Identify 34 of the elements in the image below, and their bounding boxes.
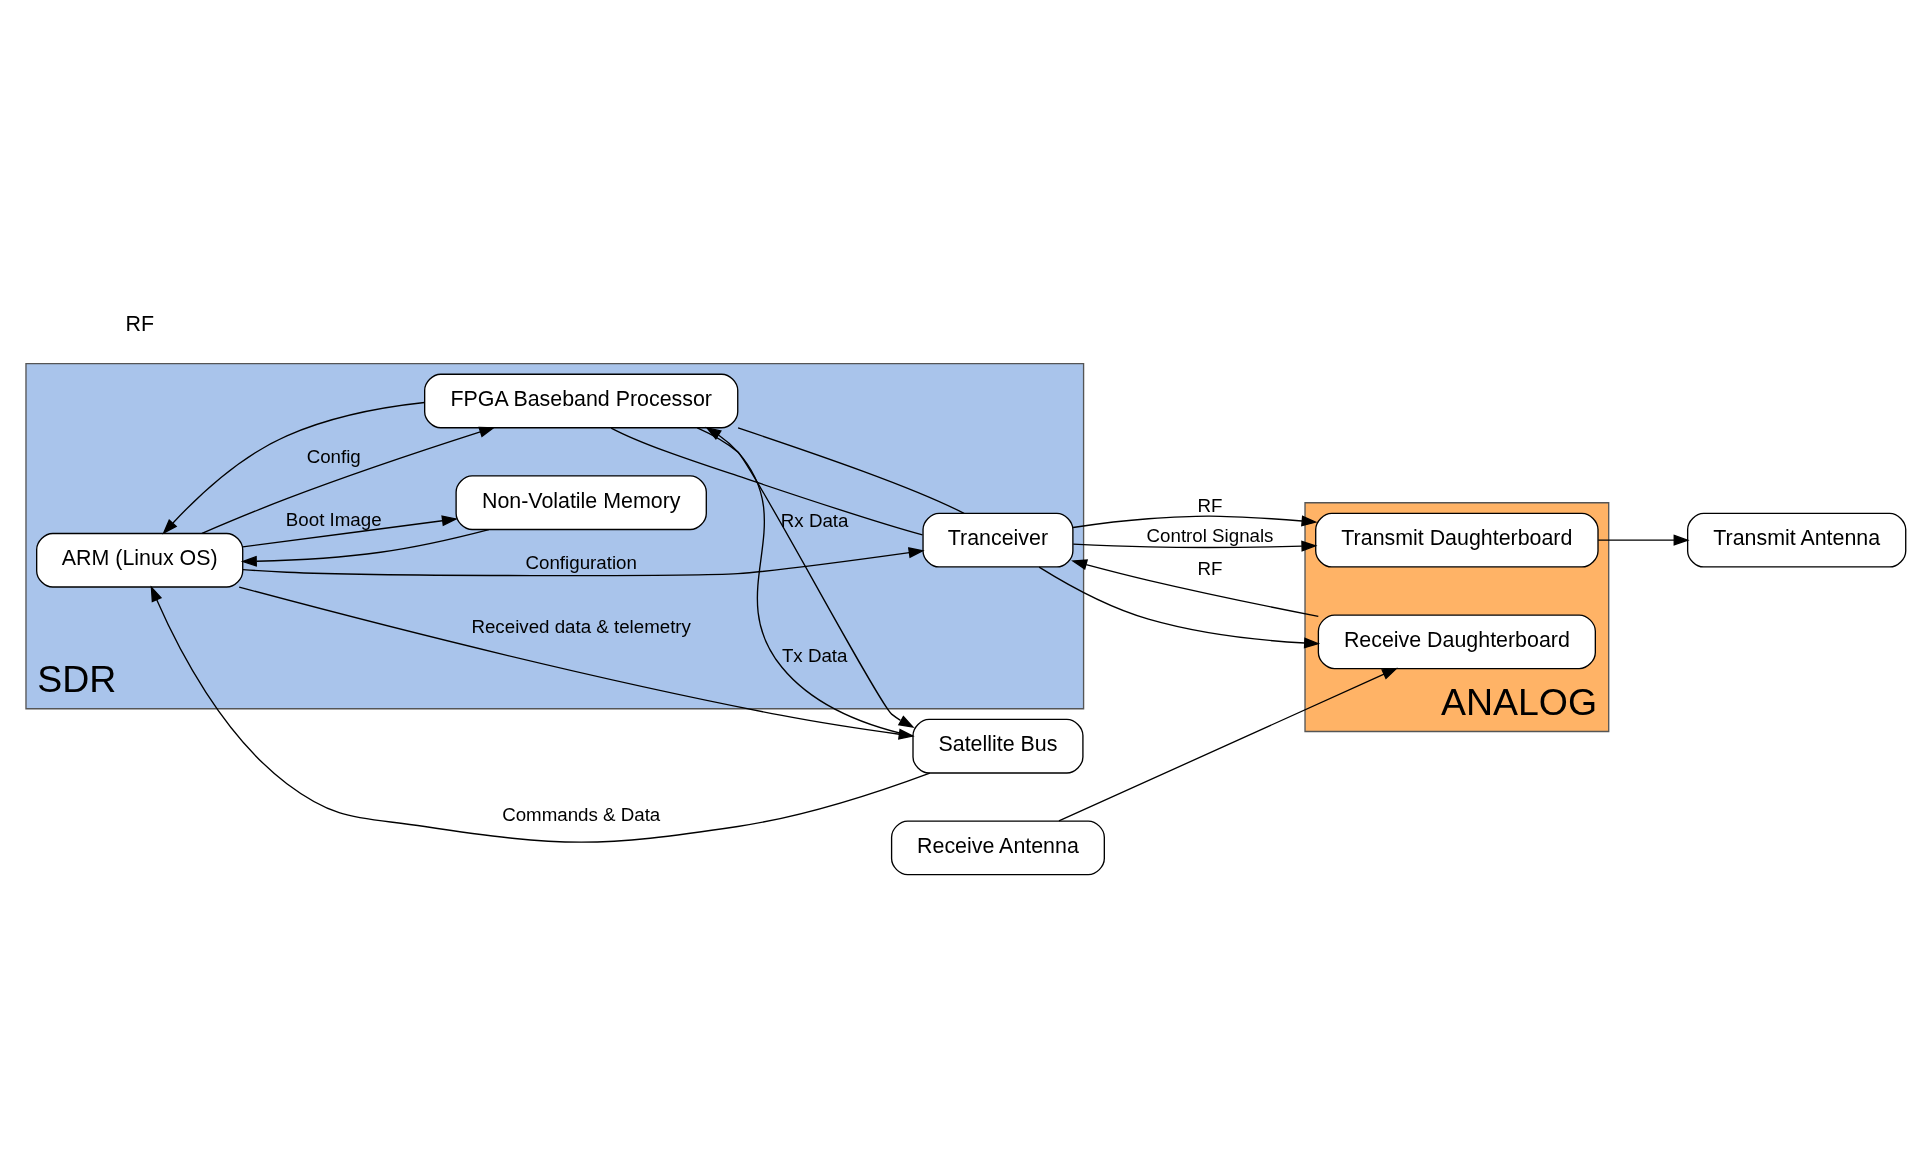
arrow (241, 515, 458, 548)
node-box: Receive Antenna (890, 820, 1105, 876)
arrow (150, 585, 930, 843)
node-box: Transmit Daughterboard (1314, 512, 1599, 568)
arrow (1057, 667, 1398, 822)
node-box: FPGA Baseband Processor (423, 373, 738, 429)
label: RF (124, 312, 154, 337)
node-box: Tranceiver (921, 512, 1074, 568)
node-box: Satellite Bus (911, 718, 1084, 774)
connector (610, 427, 923, 536)
arrow (240, 528, 490, 567)
arrow (1071, 515, 1318, 529)
arrow (241, 547, 925, 577)
arrow (161, 401, 425, 535)
edge-label: Commands & Data (501, 804, 660, 826)
edge-label: RF (1197, 558, 1222, 580)
edge-label: Rx Data (780, 510, 848, 532)
arrow (1037, 566, 1320, 649)
connector (736, 427, 965, 514)
node-box: ARM (Linux OS) (35, 532, 243, 588)
edge-label: Configuration (525, 551, 637, 573)
node-box: Receive Daughterboard (1317, 614, 1596, 670)
edge-label: Received data & telemetry (470, 615, 691, 637)
node-box: Transmit Antenna (1686, 512, 1906, 568)
arrow (1070, 559, 1319, 617)
edge-label: Tx Data (781, 645, 847, 667)
edge-label: Boot Image (285, 508, 382, 530)
arrow (1072, 540, 1317, 552)
arrow (1597, 534, 1690, 546)
edge-label: Control Signals (1146, 524, 1273, 546)
node-box: Non-Volatile Memory (454, 475, 707, 531)
arrow (200, 426, 495, 534)
edge-label: Config (306, 445, 361, 467)
edge-label: RF (1197, 495, 1222, 517)
